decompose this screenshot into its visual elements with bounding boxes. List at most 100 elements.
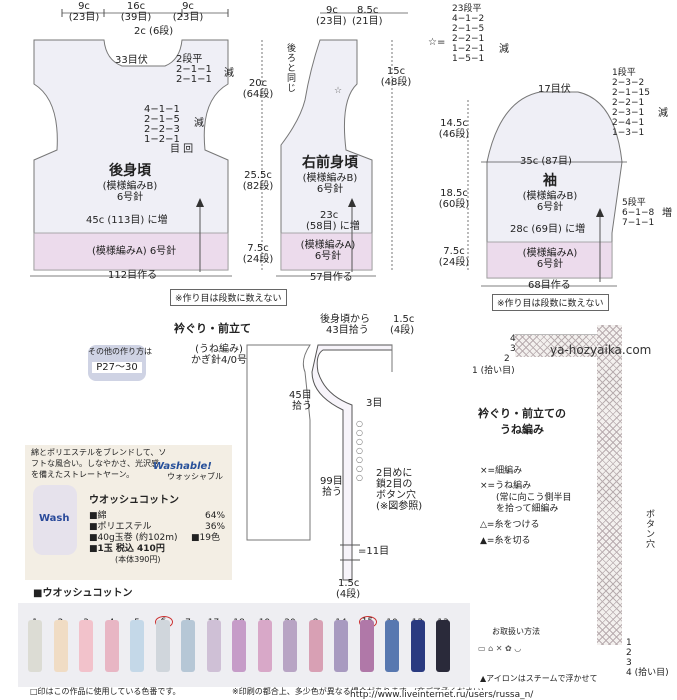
- back-arm-dec: 減: [194, 118, 204, 129]
- yarn-badge: Washable!: [153, 461, 212, 472]
- yarn-swatch: [104, 620, 119, 672]
- back-h3: 7.5c: [247, 243, 269, 254]
- back-title: 後身頃: [109, 163, 151, 179]
- palette-foot: □印はこの作品に使用している色番です。: [30, 687, 181, 696]
- yarn-swatch: [283, 620, 297, 672]
- front-h4-sub: (24段): [438, 257, 470, 268]
- sleeve-rib: [486, 241, 613, 279]
- yarn-swatch: [385, 620, 399, 672]
- care-title: お取扱い方法: [492, 627, 540, 636]
- front-inc-sub: (58目) に増: [306, 221, 360, 232]
- back-arm-end: 目 回: [170, 144, 194, 155]
- yarn-c1-v: 64%: [205, 511, 226, 521]
- sleeve-rib: (模様編みA): [522, 248, 578, 259]
- yarn-swatch: [232, 620, 246, 672]
- note-cast-on-2: ※作り目は段数に数えない: [492, 294, 609, 311]
- yarn-swatch: [410, 620, 425, 672]
- sleeve-needle: 6号針: [536, 202, 564, 213]
- collar-p99: 99目: [320, 476, 343, 487]
- collar-p11: =11目: [358, 546, 390, 557]
- back-h3-sub: (24段): [242, 254, 274, 265]
- yarn-swatch: [436, 620, 450, 672]
- yarn-swatch: [206, 620, 221, 672]
- sleeve-inc: 28c (69目) に増: [510, 224, 586, 235]
- back-dec-1: 2段平: [176, 54, 203, 65]
- sleeve-title: 袖: [543, 173, 557, 189]
- sleeve-r-1: 2−3−2: [612, 78, 645, 88]
- chart-legend-2: ×=うね編み: [480, 481, 532, 491]
- yarn-swatch: [359, 620, 374, 672]
- front-bottom: 57目作る: [310, 272, 353, 283]
- back-arm-1: 4−1−1: [144, 104, 180, 115]
- chart-row-2: 2: [504, 354, 510, 364]
- yarn-info-box: 綿とポリエステルをブレンドして、ソ フトな風合い。しなやかさ、光沢感 を備えたス…: [25, 445, 232, 580]
- chart-row-3: 3: [510, 344, 516, 354]
- back-pattern: (模様編みB): [102, 181, 158, 192]
- sleeve-st-0: 23段平: [452, 4, 482, 14]
- chart-legend-1: ×=細編み: [480, 466, 523, 476]
- yarn-c4: ■1玉 税込 410円: [89, 544, 165, 554]
- collar-btn-3: ボタン穴: [376, 490, 416, 501]
- chart-brow-4: 4 (拾い目): [626, 668, 669, 678]
- back-bottom: 112目作る: [108, 270, 158, 281]
- front-top-1-sub: (23目): [316, 16, 347, 27]
- front-h1: 15c: [386, 66, 406, 77]
- yarn-c5: (本体390円): [115, 555, 161, 564]
- yarn-swatch: [257, 620, 272, 672]
- sleeve-st-dec: 減: [499, 44, 509, 55]
- chart-brow-2: 2: [626, 648, 632, 658]
- front-top-1: 9c: [326, 5, 338, 16]
- yarn-swatch: [130, 620, 144, 672]
- sleeve-bottom: 68目作る: [528, 280, 571, 291]
- collar-pick-top-2: 43目拾う: [326, 325, 369, 336]
- front-h4: 7.5c: [443, 246, 465, 257]
- back-body-outline: [33, 39, 229, 271]
- care-icons: ▭ ⌂ ✕ ✿ ◡: [478, 644, 522, 653]
- front-h3-sub: (60段): [438, 199, 470, 210]
- ref-badge: その他の作り方は P27〜30: [88, 345, 152, 381]
- chart-legend-4: を拾って細編み: [496, 504, 559, 514]
- back-h1-sub: (64段): [242, 89, 274, 100]
- ref-l1: その他の作り方は: [88, 347, 152, 356]
- collar-body-outline: [246, 344, 311, 541]
- sleeve-r-6: 1−3−1: [612, 128, 645, 138]
- collar-p99-b: 拾う: [322, 487, 342, 498]
- back-arm-4: 1−2−1: [144, 134, 180, 145]
- back-h1: 20c: [248, 78, 268, 89]
- sleeve-top: 17目伏: [538, 84, 571, 95]
- front-side: 後ろと同じ: [287, 44, 297, 95]
- front-star: ☆: [334, 86, 343, 96]
- chart-legend-5: △=糸をつける: [480, 520, 540, 530]
- front-top-2: 8.5c: [357, 5, 379, 16]
- sleeve-st-3: 2−2−1: [452, 34, 485, 44]
- sleeve-r-3: 2−2−1: [612, 98, 645, 108]
- sleeve-st-2: 2−1−5: [452, 24, 485, 34]
- yarn-swatch: [53, 620, 68, 672]
- credit-url[interactable]: http://www.liveinternet.ru/users/russa_n…: [350, 690, 534, 700]
- palette-title: ■ウオッシュコットン: [33, 588, 133, 599]
- back-rib: [33, 232, 229, 271]
- chart-legend-6: ▲=糸を切る: [480, 536, 531, 546]
- collar-hook: かぎ針4/0号: [190, 355, 248, 366]
- back-top-w1: 9c: [78, 1, 90, 12]
- collar-p45: 45目: [289, 390, 312, 401]
- back-dec-2: 2−1−1: [176, 64, 212, 75]
- yarn-desc-1: 綿とポリエステルをブレンドして、ソ: [31, 448, 167, 457]
- yarn-swatch: [334, 620, 348, 672]
- back-neck-bind: 33目伏: [115, 55, 148, 66]
- sleeve-r-0: 1段平: [612, 68, 636, 78]
- chart-legend-3: (常に向こう側半目: [496, 493, 572, 503]
- front-h2: 14.5c: [440, 118, 468, 129]
- chart-title-1: 衿ぐり・前立ての: [478, 407, 566, 420]
- yarn-swatch: [308, 620, 323, 672]
- collar-band: [311, 344, 393, 581]
- back-top-w1-sub: (23目): [68, 12, 100, 23]
- yarn-ball-image: Wash: [33, 485, 77, 555]
- back-h2: 25.5c: [244, 170, 272, 181]
- site-watermark: ya-hozyaika.com: [550, 343, 652, 357]
- collar-w-top: 1.5c: [393, 314, 415, 325]
- back-inc: 45c (113目) に増: [86, 215, 168, 226]
- sleeve-side-1: 6−1−8: [622, 208, 655, 218]
- collar-p3: 3目: [366, 398, 383, 409]
- collar-btn-2: 鎖2目の: [376, 479, 413, 490]
